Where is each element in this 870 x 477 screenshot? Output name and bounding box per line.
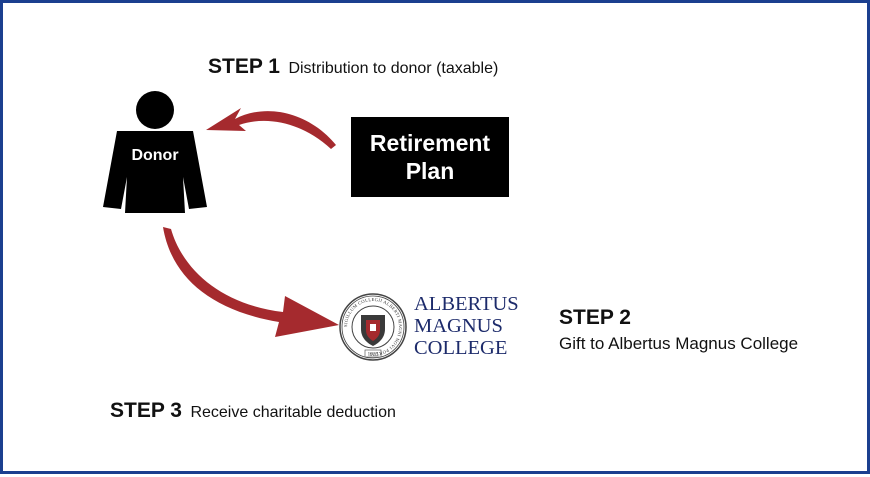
college-seal-year: 1925 (368, 352, 379, 358)
step-3-caption: STEP 3 Receive charitable deduction (110, 399, 396, 423)
retirement-plan-box: Retirement Plan (351, 117, 509, 197)
donor-label: Donor (131, 147, 179, 164)
step-2-caption: STEP 2 Gift to Albertus Magnus College (559, 306, 798, 354)
step-3-description: Receive charitable deduction (190, 404, 396, 421)
step-1-description: Distribution to donor (taxable) (288, 60, 499, 77)
arrow-plan-to-donor-icon (206, 108, 336, 149)
retirement-plan-line-1: Retirement (369, 130, 491, 156)
college-seal-icon: 1925 SIGILLUM COLLEGII ALBERTI MAGNI NOV… (339, 293, 407, 361)
college-name-line-3: COLLEGE (414, 337, 508, 359)
step-2-label: STEP 2 (559, 306, 631, 329)
retirement-plan-line-2: Plan (405, 158, 455, 184)
arrow-donor-to-college-icon (163, 227, 339, 337)
college-name-line-2: MAGNUS (414, 315, 503, 337)
donor-person-icon (103, 91, 207, 213)
step-2-description: Gift to Albertus Magnus College (559, 334, 799, 353)
step-1-caption: STEP 1 Distribution to donor (taxable) (208, 55, 498, 79)
step-1-label: STEP 1 (208, 55, 280, 78)
flow-arrows (163, 108, 339, 337)
college-name-line-1: ALBERTUS (414, 293, 519, 315)
step-3-label: STEP 3 (110, 399, 182, 422)
college-wordmark: ALBERTUS MAGNUS COLLEGE (414, 293, 534, 359)
